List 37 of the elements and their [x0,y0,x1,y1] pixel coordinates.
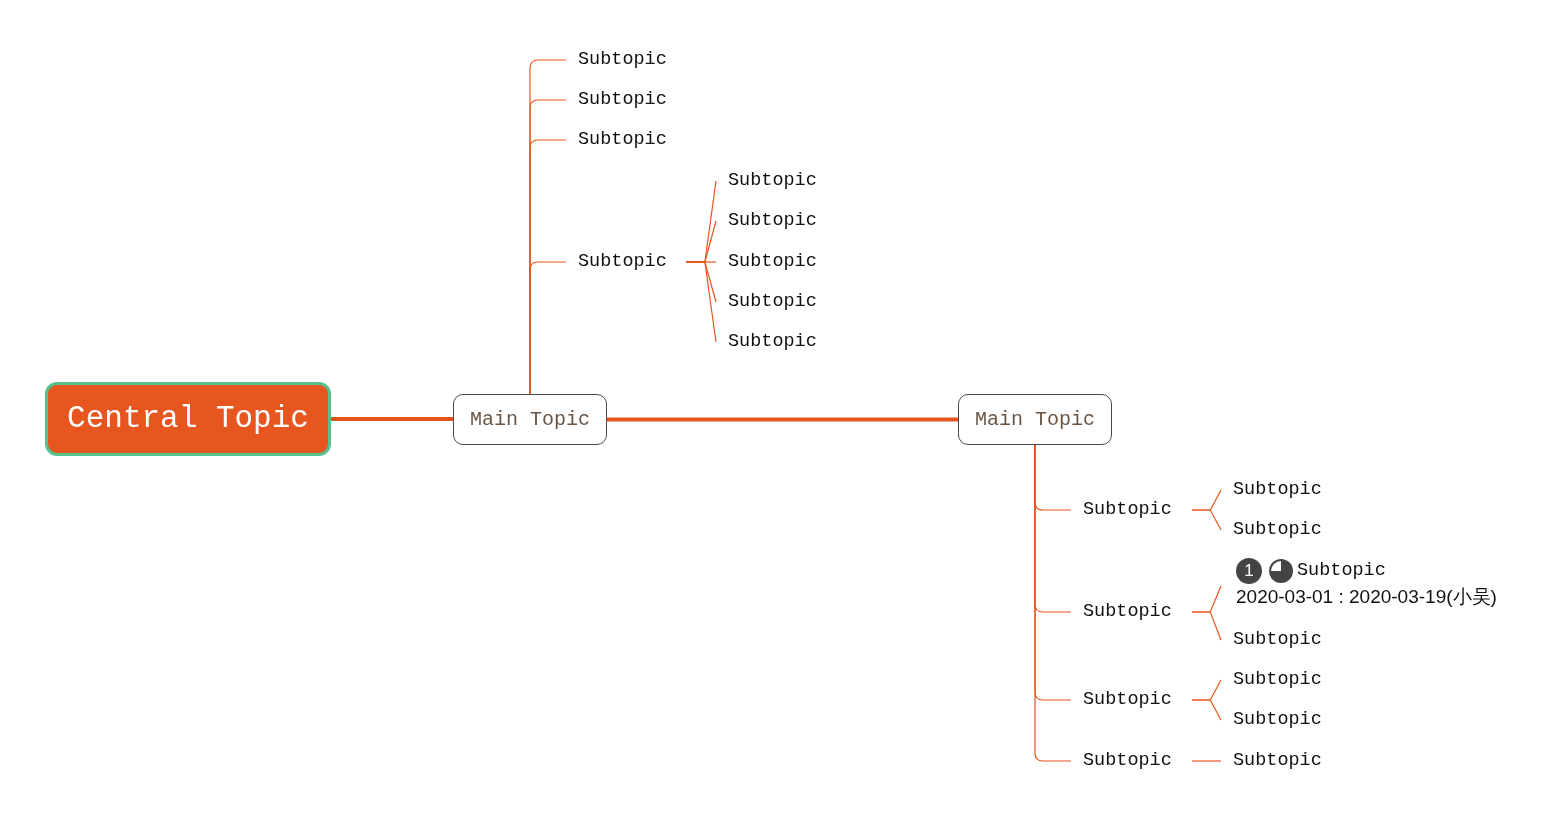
subtopic-text: Subtopic [1297,559,1386,583]
subtopic-text: Subtopic [1233,668,1322,692]
main-topic-box [453,394,607,445]
priority-badge: 1 [1236,558,1262,584]
date-range-text: 2020-03-01 : 2020-03-19(小吴) [1236,586,1497,609]
branch-line [1034,444,1072,762]
branch-line [1191,760,1222,762]
central-topic-title: Central Topic [67,400,309,438]
subtopic-text: Subtopic [578,250,667,274]
subtopic-text: Subtopic [728,330,817,354]
subtopic-text: Subtopic [1233,749,1322,773]
subtopic-text: Subtopic [578,48,667,72]
branch-line [1191,699,1222,721]
main-topic-title: Main Topic [470,407,590,432]
branch-line [1191,611,1222,641]
main-topic-box [958,394,1112,445]
subtopic-text: Subtopic [1083,498,1172,522]
subtopic-text: Subtopic [1233,478,1322,502]
main-branch-line [331,417,453,421]
branch-line [685,261,717,343]
subtopic-text: Subtopic [1233,518,1322,542]
branch-line [529,261,567,395]
subtopic-text: Subtopic [728,290,817,314]
main-branch-line [607,417,958,422]
main-topic-title: Main Topic [975,407,1095,432]
subtopic-text: Subtopic [1233,628,1322,652]
subtopic-text: Subtopic [1083,688,1172,712]
branch-line [1191,509,1222,531]
subtopic-text: Subtopic [1233,708,1322,732]
subtopic-text: Subtopic [1083,600,1172,624]
central-topic-box [45,382,331,456]
subtopic-text: Subtopic [728,250,817,274]
subtopic-text: Subtopic [728,169,817,193]
subtopic-text: Subtopic [1083,749,1172,773]
subtopic-text: Subtopic [578,128,667,152]
subtopic-text: Subtopic [578,88,667,112]
subtopic-text: Subtopic [728,209,817,233]
